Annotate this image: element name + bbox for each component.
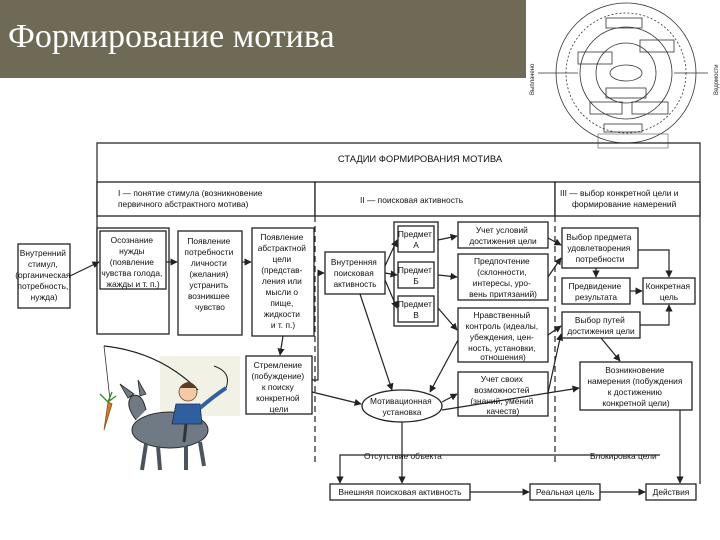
node-motivational-set-text: Мотивационная установка bbox=[370, 396, 434, 417]
node-outer-search-text: Внешняя поисковая активность bbox=[338, 487, 462, 497]
node-need-text: Появление потребности личности (желания)… bbox=[184, 236, 235, 312]
node-abilities-text: Учет своих возможностей (знаний, умений … bbox=[470, 374, 535, 416]
node-object-b bbox=[397, 261, 435, 289]
node-inner-stimulus-text: Внутренний стимул, (органическая потребн… bbox=[15, 248, 73, 302]
stage-1-label: I — понятие стимула (возникновение перви… bbox=[118, 188, 265, 209]
stage-2-label: II — поисковая активность bbox=[360, 195, 464, 205]
node-object-a-text: Предмет А bbox=[398, 229, 434, 250]
node-choose-object bbox=[561, 227, 639, 269]
diagram-header: СТАДИИ ФОРМИРОВАНИЯ МОТИВА bbox=[338, 153, 503, 164]
node-motivational-set bbox=[361, 389, 443, 423]
thumbnail-label-left: Выплачено bbox=[530, 63, 536, 95]
donkey-carrot-illustration bbox=[99, 345, 240, 471]
stage-3-label: III — выбор конкретной цели и формирован… bbox=[560, 188, 681, 209]
node-intent-text: Возникновение намерения (побуждения к до… bbox=[587, 365, 684, 408]
stage-1-box bbox=[96, 181, 316, 217]
connectors bbox=[69, 233, 701, 496]
label-absence: Отсутствие объекта bbox=[364, 451, 442, 461]
node-goal-text: Появление абстрактной цели (представ- ле… bbox=[258, 232, 309, 330]
stage-3-box bbox=[554, 181, 701, 217]
node-conditions bbox=[457, 221, 549, 249]
node-aware bbox=[99, 230, 167, 290]
node-aware-text: Осознание нужды (появление чувства голод… bbox=[101, 235, 164, 289]
node-object-v-text: Предмет В bbox=[398, 299, 434, 320]
node-action bbox=[645, 483, 697, 501]
node-path-choice bbox=[561, 311, 641, 339]
node-inner-search bbox=[324, 251, 386, 295]
node-conditions-text: Учет условий достижения цели bbox=[469, 225, 537, 246]
node-object-b-text: Предмет Б bbox=[398, 265, 434, 286]
circular-scheme-thumbnail: Выплачено Ведомости bbox=[528, 0, 720, 150]
node-predict bbox=[561, 277, 631, 305]
node-strive bbox=[245, 355, 313, 415]
node-preference-text: Предпочтение (склонности, интересы, уро-… bbox=[469, 256, 537, 299]
node-action-text: Действия bbox=[653, 487, 690, 497]
node-inner-stimulus bbox=[17, 243, 71, 309]
node-goal bbox=[251, 227, 315, 337]
node-moral-control-text: Нравственный контроль (идеалы, убеждения… bbox=[466, 310, 541, 362]
node-concrete-goal-text: Конкретная цель bbox=[646, 281, 693, 302]
node-concrete-goal bbox=[642, 277, 696, 305]
node-predict-text: Предвидение результата bbox=[569, 281, 624, 302]
thumbnail-label-right: Ведомости bbox=[714, 64, 720, 95]
node-object-a bbox=[397, 225, 435, 253]
node-choose-object-text: Выбор предмета удовлетворения потребност… bbox=[566, 232, 633, 264]
slide-title: Формирование мотива bbox=[8, 18, 335, 55]
slide-title-bar: Формирование мотива bbox=[0, 0, 526, 78]
node-real-goal-text: Реальная цель bbox=[536, 487, 595, 497]
node-strive-text: Стремление (побуждение) к поиску конкрет… bbox=[251, 360, 306, 414]
label-block: Блокировка цели bbox=[590, 451, 657, 461]
stage-2-box bbox=[314, 181, 556, 217]
node-object-v bbox=[397, 295, 435, 323]
node-abilities bbox=[457, 371, 549, 417]
node-intent bbox=[579, 361, 693, 411]
node-inner-search-text: Внутренняя поисковая активность bbox=[331, 257, 379, 289]
node-path-choice-text: Выбор путей достижения цели bbox=[567, 315, 635, 336]
node-need bbox=[177, 230, 243, 336]
